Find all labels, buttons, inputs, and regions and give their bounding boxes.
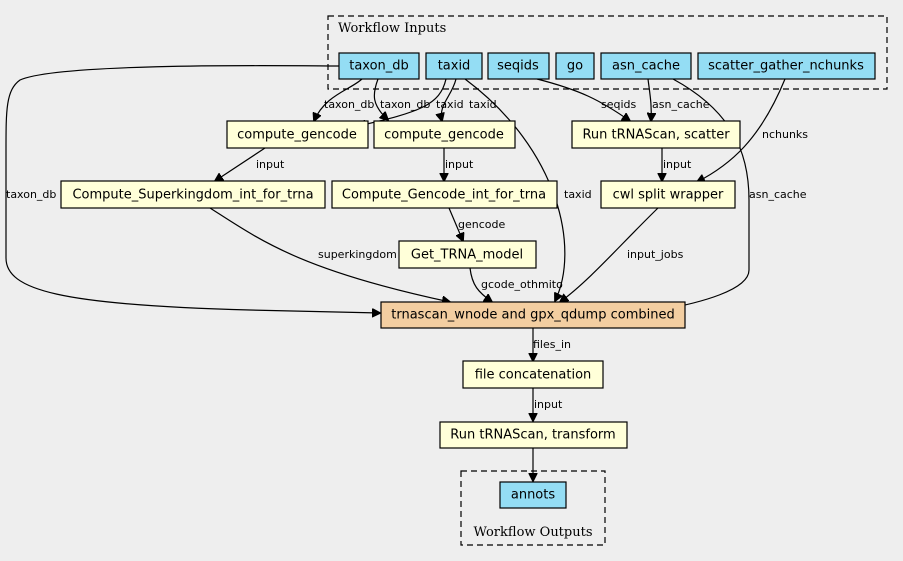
node-asn-cache-label: asn_cache — [612, 59, 680, 74]
edge-label-nchunks: nchunks — [762, 128, 808, 141]
edge-label-scatter-input: input — [663, 158, 692, 171]
edge-label-cg2-input: input — [445, 158, 474, 171]
node-cwl-split-wrapper[interactable]: cwl split wrapper — [600, 180, 736, 209]
edge-label-asn-cache-scatter: asn_cache — [652, 98, 710, 111]
node-compute-gencode-int[interactable]: Compute_Gencode_int_for_trna — [331, 180, 558, 209]
edges — [5, 65, 786, 481]
node-compute-gencode-int-label: Compute_Gencode_int_for_trna — [342, 188, 546, 203]
edge-label-taxid-cg2: taxid — [469, 98, 497, 111]
edge-label-taxon-db-cg1: taxon_db — [324, 98, 374, 111]
node-asn-cache[interactable]: asn_cache — [600, 52, 692, 80]
edge-labels: taxon_db taxon_db taxon_db taxid taxid t… — [6, 98, 808, 411]
workflow-outputs-label: Workflow Outputs — [474, 525, 593, 540]
node-cwl-split-wrapper-label: cwl split wrapper — [613, 188, 724, 203]
node-compute-gencode-2[interactable]: compute_gencode — [373, 120, 516, 149]
edge-label-taxid-combined: taxid — [564, 188, 592, 201]
node-go-label: go — [567, 59, 583, 74]
edge-label-asn-cache-combined: asn_cache — [749, 188, 807, 201]
node-scatter-gather-nchunks[interactable]: scatter_gather_nchunks — [697, 52, 876, 80]
edge-label-taxid-cg1: taxid — [436, 98, 464, 111]
edge-label-seqids: seqids — [601, 98, 637, 111]
node-get-trna-model[interactable]: Get_TRNA_model — [398, 240, 537, 269]
edge-label-input-jobs: input_jobs — [627, 248, 684, 261]
node-go[interactable]: go — [555, 52, 595, 80]
node-get-trna-model-label: Get_TRNA_model — [411, 248, 523, 263]
node-run-trnascan-transform[interactable]: Run tRNAScan, transform — [439, 421, 628, 449]
node-taxon-db-label: taxon_db — [349, 59, 409, 74]
node-compute-superkingdom-label: Compute_Superkingdom_int_for_trna — [72, 188, 313, 203]
node-taxid-label: taxid — [438, 59, 471, 74]
node-scatter-gather-nchunks-label: scatter_gather_nchunks — [708, 59, 864, 74]
edge-label-gcode-othmito: gcode_othmito — [481, 278, 563, 291]
node-trnascan-combined[interactable]: trnascan_wnode and gpx_qdump combined — [380, 301, 686, 329]
node-compute-superkingdom[interactable]: Compute_Superkingdom_int_for_trna — [60, 180, 326, 209]
node-seqids[interactable]: seqids — [487, 52, 550, 80]
node-taxid[interactable]: taxid — [425, 52, 483, 80]
edge-label-concat-input: input — [534, 398, 563, 411]
edge-label-gencode: gencode — [458, 218, 505, 231]
node-run-trnascan-scatter[interactable]: Run tRNAScan, scatter — [571, 120, 741, 149]
node-taxon-db[interactable]: taxon_db — [338, 52, 420, 80]
node-compute-gencode-1[interactable]: compute_gencode — [226, 120, 369, 149]
node-annots-label: annots — [511, 488, 555, 503]
node-run-trnascan-transform-label: Run tRNAScan, transform — [450, 428, 615, 443]
node-file-concatenation-label: file concatenation — [475, 368, 592, 383]
node-compute-gencode-2-label: compute_gencode — [384, 128, 504, 143]
node-seqids-label: seqids — [497, 59, 539, 74]
node-annots[interactable]: annots — [499, 481, 567, 509]
edge-label-cg1-input: input — [256, 158, 285, 171]
node-trnascan-combined-label: trnascan_wnode and gpx_qdump combined — [391, 308, 674, 323]
edge-label-superkingdom: superkingdom — [318, 248, 397, 261]
node-file-concatenation[interactable]: file concatenation — [462, 360, 604, 389]
node-run-trnascan-scatter-label: Run tRNAScan, scatter — [582, 128, 730, 143]
edge-label-taxon-db-cg2: taxon_db — [380, 98, 430, 111]
workflow-inputs-label: Workflow Inputs — [338, 21, 446, 36]
edge-label-taxon-db-combined: taxon_db — [6, 188, 56, 201]
workflow-inputs-cluster: Workflow Inputs — [327, 15, 888, 90]
edge-label-files-in: files_in — [533, 338, 571, 351]
node-compute-gencode-1-label: compute_gencode — [237, 128, 357, 143]
